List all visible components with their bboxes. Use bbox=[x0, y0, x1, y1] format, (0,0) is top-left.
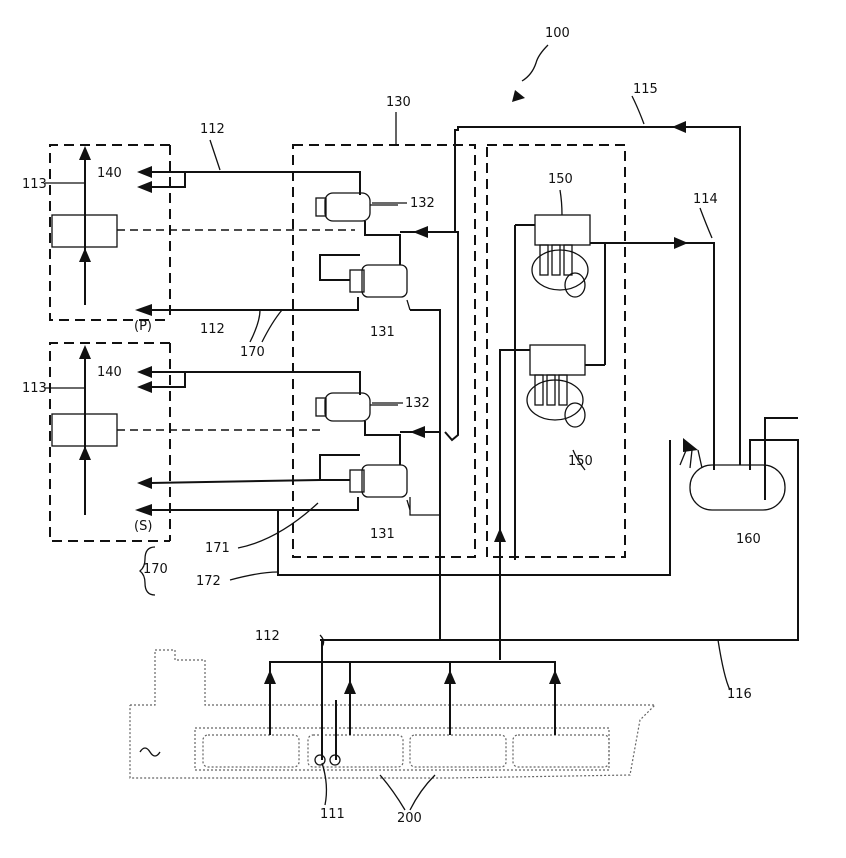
label-170-b: 170 bbox=[143, 562, 168, 577]
tank-160 bbox=[278, 418, 798, 640]
label-112-a: 112 bbox=[200, 122, 225, 137]
label-132-b: 132 bbox=[405, 396, 430, 411]
engine-150-lower bbox=[494, 345, 605, 660]
label-113-a: 113 bbox=[22, 177, 47, 192]
label-150-b: 150 bbox=[568, 454, 593, 469]
label-112-c: 112 bbox=[255, 629, 280, 644]
leaders bbox=[45, 45, 730, 810]
label-171: 171 bbox=[205, 541, 230, 556]
label-140-b: 140 bbox=[97, 365, 122, 380]
label-131-a: 131 bbox=[370, 325, 395, 340]
label-113-b: 113 bbox=[22, 381, 47, 396]
label-130: 130 bbox=[386, 95, 411, 110]
label-200: 200 bbox=[397, 811, 422, 826]
pump-131-upper bbox=[135, 235, 410, 316]
label-131-b: 131 bbox=[370, 527, 395, 542]
label-132-a: 132 bbox=[410, 196, 435, 211]
label-111: 111 bbox=[320, 807, 345, 822]
cargo-feed bbox=[264, 640, 561, 760]
label-p: (P) bbox=[134, 319, 152, 334]
label-140-a: 140 bbox=[97, 166, 122, 181]
label-100: 100 bbox=[545, 26, 570, 41]
engine-150-upper bbox=[515, 215, 714, 560]
label-112-b: 112 bbox=[200, 322, 225, 337]
main-feed bbox=[400, 121, 740, 640]
label-s: (S) bbox=[134, 519, 152, 534]
ship bbox=[130, 650, 655, 778]
label-116: 116 bbox=[727, 687, 752, 702]
pump-131-lower bbox=[135, 435, 410, 516]
label-160: 160 bbox=[736, 532, 761, 547]
label-150-a: 150 bbox=[548, 172, 573, 187]
label-170-a: 170 bbox=[240, 345, 265, 360]
label-172: 172 bbox=[196, 574, 221, 589]
label-115: 115 bbox=[633, 82, 658, 97]
label-114: 114 bbox=[693, 192, 718, 207]
